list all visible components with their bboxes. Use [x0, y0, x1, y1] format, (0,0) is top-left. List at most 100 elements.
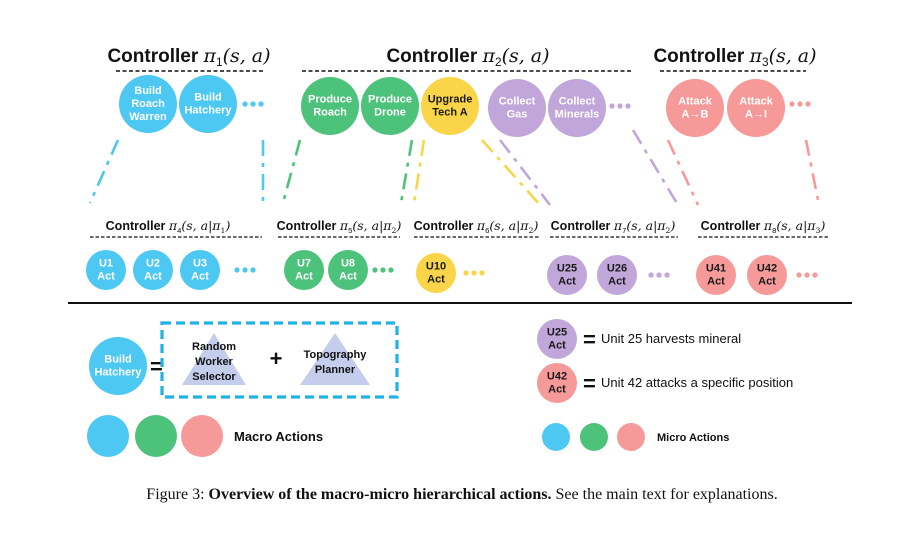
controller-title-pi6: Controller π6(s, a|π2)	[414, 218, 539, 235]
micro-ellipsis-pink	[796, 272, 818, 278]
legend-composition-frame	[160, 321, 399, 399]
connector-green-right	[399, 139, 414, 204]
sub-level-controllers: Controller π4(s, a|π1) Controller π5(s, a…	[90, 218, 828, 238]
micro-action-circles: U1ActU2ActU3ActU7ActU8ActU10ActU25ActU26…	[86, 250, 787, 295]
connector-yellow-right	[481, 139, 541, 206]
micro-u7-label: Act	[295, 270, 313, 282]
legend-build-hatchery-label: Build	[104, 354, 132, 366]
micro-ellipsis-yellow	[463, 270, 485, 276]
micro-u25-label: Act	[558, 275, 576, 287]
legend-u42-label: Act	[548, 383, 566, 395]
micro-u42-label: U42	[757, 263, 777, 275]
micro-u8-circle	[328, 250, 368, 290]
legend-micro-green-circle	[580, 423, 608, 451]
macro-action-circles: BuildRoachWarrenBuildHatcheryProduceRoac…	[119, 75, 785, 137]
macro-upgrade-tech-a-circle	[421, 77, 479, 135]
legend-micro-actions-label: Micro Actions	[657, 432, 729, 444]
legend-build-hatchery-circle	[89, 337, 147, 395]
top-level-controllers: Controller π1(s, a)Controller π2(s, a)Co…	[107, 45, 817, 72]
macro-ellipsis-purple	[609, 103, 631, 109]
micro-u7-label: U7	[297, 258, 311, 270]
legend-plus-sign: +	[270, 346, 283, 371]
macro-upgrade-tech-a-label: Tech A	[432, 106, 468, 118]
controller-title-pi8: Controller π8(s, a|π3)	[701, 218, 826, 235]
micro-u41-label: Act	[707, 275, 725, 287]
micro-u26-label: Act	[608, 275, 626, 287]
connector-green-left	[281, 139, 302, 204]
micro-u26-label: U26	[607, 263, 627, 275]
micro-u7-circle	[284, 250, 324, 290]
ellipsis-dots	[234, 101, 818, 278]
micro-u1-circle	[86, 250, 126, 290]
legend-micro-green	[580, 423, 608, 451]
legend-triangle-topography-planner	[300, 333, 370, 385]
connector-pink-right	[804, 139, 821, 206]
figure-caption: Figure 3: Overview of the macro-micro hi…	[0, 486, 924, 504]
micro-u42-label: Act	[758, 275, 776, 287]
micro-ellipsis-green	[372, 267, 394, 273]
legend-macro-pink	[181, 415, 223, 457]
legend-topography-planner-label: Planner	[315, 364, 356, 376]
controller-title-pi5: Controller π5(s, a|π2)	[277, 218, 402, 235]
micro-u2-label: Act	[144, 270, 162, 282]
connector-purple-right	[631, 129, 680, 206]
macro-build-roach-warren-circle	[119, 75, 177, 133]
controller-title-pi2: Controller π2(s, a)	[386, 45, 549, 69]
micro-u2-circle	[133, 250, 173, 290]
legend-random-worker-selector-label: Random	[192, 341, 236, 353]
connector-yellow-left	[412, 139, 426, 204]
caption-prefix: Figure 3:	[146, 486, 209, 503]
legend-u25-description: Unit 25 harvests mineral	[601, 331, 741, 346]
micro-u8-label: U8	[341, 258, 355, 270]
legend-equals-sign-u42: =	[583, 371, 596, 396]
macro-attack-a-i-label: A→I	[745, 108, 767, 120]
legend-macro-blue	[87, 415, 129, 457]
caption-rest: See the main text for explanations.	[551, 486, 778, 503]
legend-macro-green-circle	[135, 415, 177, 457]
legend-triangle-random-worker-selector	[182, 333, 246, 385]
macro-attack-a-b-label: Attack	[678, 96, 713, 108]
macro-attack-a-b-label: A→B	[682, 108, 709, 120]
controller-title-pi4: Controller π4(s, a|π1)	[106, 218, 231, 235]
micro-u41-label: U41	[706, 263, 726, 275]
macro-upgrade-tech-a-label: Upgrade	[428, 94, 473, 106]
macro-build-hatchery-circle	[179, 75, 237, 133]
macro-collect-gas-circle	[488, 79, 546, 137]
macro-ellipsis-pink	[789, 101, 811, 107]
hierarchy-diagram: Controller π1(s, a)Controller π2(s, a)Co…	[68, 45, 852, 457]
micro-u8-label: Act	[339, 270, 357, 282]
legend-u42-description: Unit 42 attacks a specific position	[601, 375, 793, 390]
micro-u41-circle	[696, 255, 736, 295]
legend-u25-label: U25	[547, 327, 567, 339]
macro-produce-drone-circle	[361, 77, 419, 135]
legend-u42-circle	[537, 363, 577, 403]
legend-equals-sign: =	[150, 354, 163, 379]
micro-u25-circle	[547, 255, 587, 295]
micro-u1-label: U1	[99, 258, 113, 270]
micro-u10-label: U10	[426, 261, 446, 273]
micro-u25-label: U25	[557, 263, 577, 275]
macro-build-hatchery-label: Build	[194, 92, 222, 104]
legend-u25-circle	[537, 319, 577, 359]
macro-collect-minerals-circle	[548, 79, 606, 137]
connector-lines	[88, 129, 821, 206]
legend-micro-blue-circle	[542, 423, 570, 451]
micro-u10-label: Act	[427, 273, 445, 285]
macro-collect-minerals-label: Minerals	[555, 108, 600, 120]
controller-title-pi3: Controller π3(s, a)	[653, 45, 816, 69]
caption-title: Overview of the macro-micro hierarchical…	[208, 486, 552, 503]
macro-build-roach-warren-label: Build	[134, 85, 162, 97]
